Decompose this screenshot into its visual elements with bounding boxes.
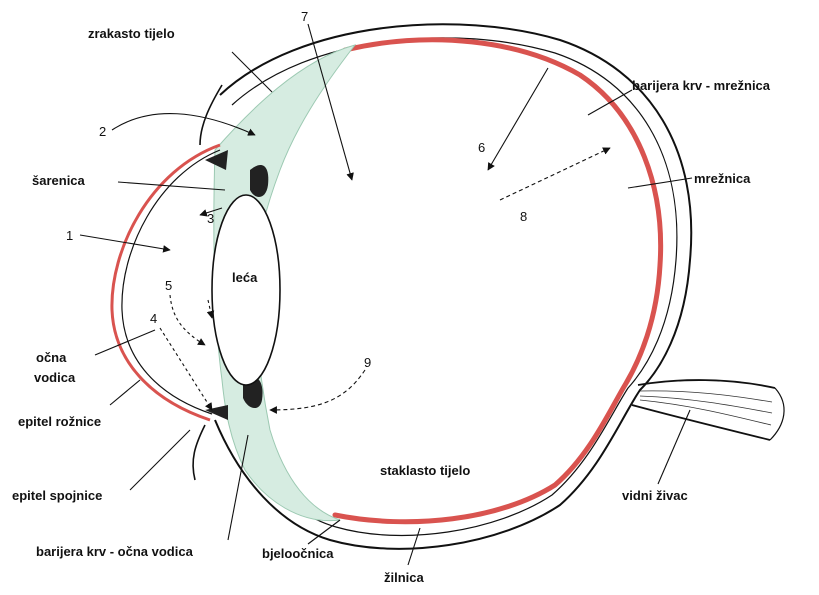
- label-epitel-spojnice: epitel spojnice: [12, 488, 102, 503]
- label-epitel-roznice: epitel rožnice: [18, 414, 101, 429]
- leader-zilnica: [408, 528, 420, 565]
- label-4: 4: [150, 311, 157, 326]
- label-1: 1: [66, 228, 73, 243]
- conjunctiva-lower: [193, 425, 205, 480]
- arrow-1: [80, 235, 170, 250]
- label-sarenica: šarenica: [32, 173, 86, 188]
- arrow-4: [160, 328, 212, 410]
- label-bjeloocnica: bjeloočnica: [262, 546, 334, 561]
- label-2: 2: [99, 124, 106, 139]
- label-barijera-krv-ocna-vodica: barijera krv - očna vodica: [36, 544, 194, 559]
- label-staklasto-tijelo: staklasto tijelo: [380, 463, 470, 478]
- label-zilnica: žilnica: [384, 570, 425, 585]
- label-9: 9: [364, 355, 371, 370]
- label-3: 3: [207, 211, 214, 226]
- label-barijera-krv-mreznica: barijera krv - mrežnica: [632, 78, 771, 93]
- leader-barijera-krv-mreznica: [588, 90, 632, 115]
- label-5: 5: [165, 278, 172, 293]
- leader-epitel-spojnice: [130, 430, 190, 490]
- ciliary-muscle-upper: [250, 165, 268, 197]
- arrow-9: [270, 370, 365, 410]
- optic-nerve: [632, 380, 784, 440]
- label-vidni-zivac: vidni živac: [622, 488, 688, 503]
- leader-mreznica: [628, 178, 692, 188]
- label-6: 6: [478, 140, 485, 155]
- label-8: 8: [520, 209, 527, 224]
- leader-epitel-roznice: [110, 380, 140, 405]
- arrow-5: [170, 295, 205, 345]
- label-mreznica: mrežnica: [694, 171, 751, 186]
- retina-band: [335, 40, 661, 522]
- label-zrakasto-tijelo: zrakasto tijelo: [88, 26, 175, 41]
- leader-zrakasto-tijelo: [232, 52, 272, 92]
- conjunctiva-upper: [200, 85, 222, 145]
- lens: [212, 195, 280, 385]
- label-leca: leća: [232, 270, 258, 285]
- label-vodica: vodica: [34, 370, 76, 385]
- label-ocna: očna: [36, 350, 67, 365]
- arrow-5b: [208, 300, 212, 318]
- label-7: 7: [301, 9, 308, 24]
- arrow-6: [488, 68, 548, 170]
- arrow-8: [500, 148, 610, 200]
- leader-vidni-zivac: [658, 410, 690, 484]
